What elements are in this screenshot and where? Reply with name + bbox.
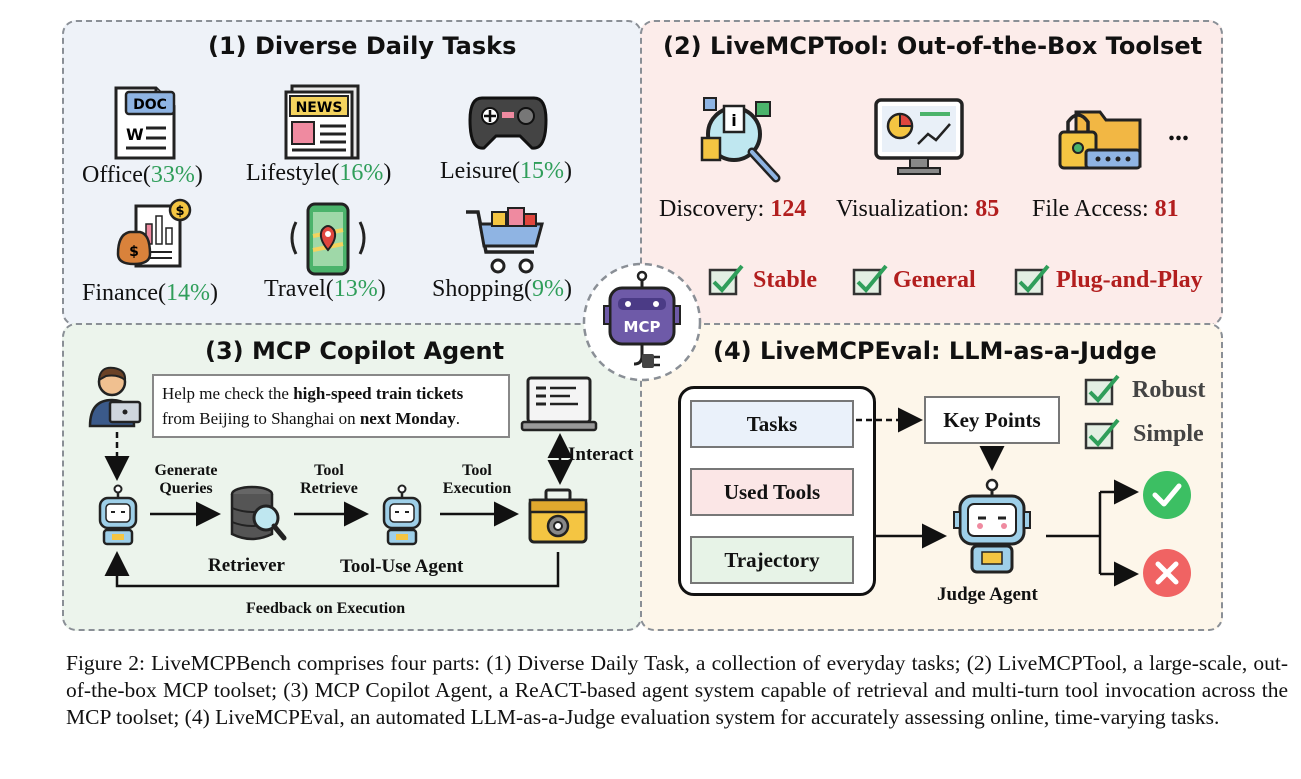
category-shopping: Shopping(9%) (432, 276, 573, 302)
shopping-cart-icon (466, 207, 544, 274)
document-icon: DOC W (114, 86, 176, 160)
panel2-title: (2) LiveMCPTool: Out-of-the-Box Toolset (663, 32, 1203, 60)
feature-robust: Robust (1132, 377, 1206, 403)
toolbox-gear-icon (528, 488, 588, 544)
feedback-label: Feedback on Execution (246, 600, 406, 617)
gamepad-icon (468, 96, 548, 150)
tool-use-agent-label: Tool-Use Agent (340, 556, 464, 577)
key-points-box: Key Points (924, 396, 1060, 444)
feature-general: General (893, 267, 976, 293)
category-finance: Finance(14%) (82, 280, 218, 306)
checkbox-icon (1014, 264, 1050, 296)
user-query-bubble: Help me check the high-speed train ticke… (152, 374, 510, 438)
interact-label: Interact (568, 444, 634, 465)
tool-file-access: File Access: 81 (1032, 196, 1179, 222)
category-travel: Travel(13%) (264, 276, 386, 302)
tool-use-robot-icon (382, 484, 422, 546)
tasks-box: Tasks (690, 400, 854, 448)
svg-text:$: $ (129, 244, 139, 260)
judge-agent-label: Judge Agent (937, 584, 1038, 605)
checkbox-icon (1084, 418, 1120, 450)
checkbox-icon (1084, 374, 1120, 406)
discovery-magnifier-icon: i (700, 97, 781, 183)
panel-daily-tasks (62, 20, 642, 326)
feature-plug-and-play: Plug-and-Play (1056, 267, 1203, 293)
judge-robot-icon (953, 478, 1031, 574)
feature-simple: Simple (1133, 421, 1204, 447)
check-circle-icon (1143, 471, 1191, 519)
trajectory-box: Trajectory (690, 536, 854, 584)
checkbox-icon (708, 264, 744, 296)
news-label: NEWS (296, 100, 343, 116)
checkbox-icon (852, 264, 888, 296)
used-tools-box: Used Tools (690, 468, 854, 516)
file-access-folder-icon (1058, 110, 1142, 170)
more-ellipsis: ... (1168, 116, 1189, 147)
visualization-monitor-icon (874, 98, 964, 175)
panel4-title: (4) LiveMCPEval: LLM-as-a-Judge (713, 337, 1157, 365)
map-phone-icon (290, 202, 366, 276)
category-office: Office(33%) (82, 162, 203, 188)
category-lifestyle: Lifestyle(16%) (246, 160, 392, 186)
user-laptop-icon (88, 366, 142, 428)
tool-discovery: Discovery: 124 (659, 196, 807, 222)
finance-icon: $ $ (116, 198, 192, 268)
retriever-label: Retriever (208, 555, 285, 576)
feature-stable: Stable (753, 267, 818, 293)
tool-visualization: Visualization: 85 (836, 196, 1000, 222)
svg-text:i: i (731, 111, 736, 130)
laptop-icon (520, 376, 598, 432)
doc-label: DOC (133, 97, 167, 113)
panel3-title: (3) MCP Copilot Agent (205, 337, 505, 365)
figure-caption: Figure 2: LiveMCPBench comprises four pa… (66, 651, 1288, 729)
category-leisure: Leisure(15%) (440, 158, 572, 184)
retriever-database-icon (230, 485, 287, 541)
copilot-robot-icon (98, 484, 138, 546)
mcp-label: MCP (624, 318, 661, 336)
svg-text:$: $ (175, 204, 184, 219)
cross-circle-icon (1143, 549, 1191, 597)
newspaper-icon: NEWS (284, 84, 360, 160)
mcp-robot-badge: MCP (582, 262, 702, 382)
svg-text:W: W (126, 125, 144, 144)
panel1-title: (1) Diverse Daily Tasks (208, 32, 517, 60)
